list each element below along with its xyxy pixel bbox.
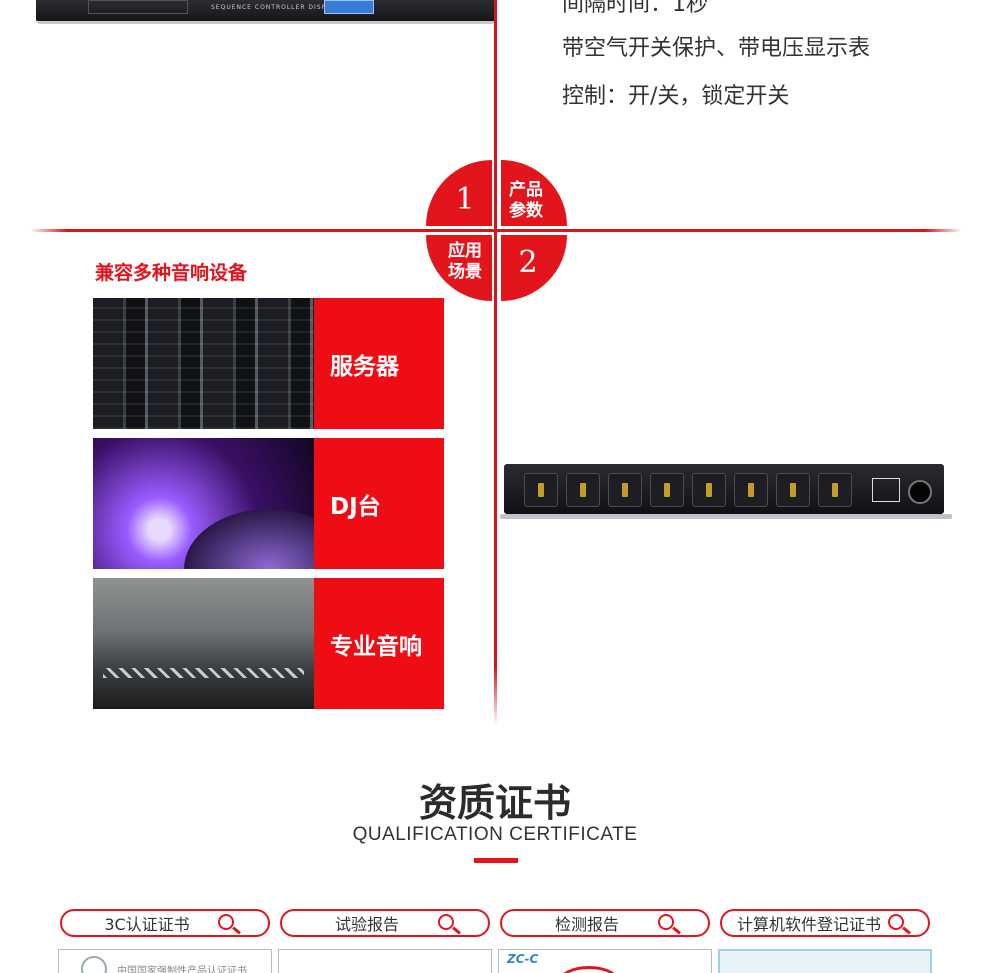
power-socket — [776, 473, 810, 507]
power-socket — [650, 473, 684, 507]
qualification-subtitle: QUALIFICATION CERTIFICATE — [352, 824, 638, 845]
cert-tab-label: 检测报告 — [554, 915, 619, 934]
horizontal-divider — [30, 229, 962, 232]
scene-pro-audio: 专业音响 — [93, 578, 444, 709]
power-input-knob — [908, 480, 932, 504]
cert-tab-label: 试验报告 — [334, 915, 399, 934]
warning-label-icon — [872, 478, 900, 502]
params-label-line1: 产品 — [509, 180, 543, 200]
power-socket — [692, 473, 726, 507]
cert-tab-software-registration[interactable]: 计算机软件登记证书 — [720, 909, 930, 937]
cert-document-3c[interactable]: 中国国家强制性产品认证证书 — [58, 949, 272, 973]
cert-tab-3c[interactable]: 3C认证证书 — [60, 909, 270, 937]
power-socket — [608, 473, 642, 507]
magnifier-icon — [658, 914, 674, 930]
ccc-logo-icon — [81, 956, 107, 973]
server-rack-image — [93, 298, 314, 429]
magnifier-icon — [218, 914, 234, 930]
qualification-title: 资质证书 — [418, 781, 571, 825]
spec-interval-text: 间隔时间：1秒 — [562, 0, 708, 17]
applications-title: 兼容多种音响设备 — [95, 262, 248, 284]
stage-audio-image — [93, 578, 314, 709]
dj-turntable-image — [93, 438, 314, 569]
apps-label-badge: 应用 场景 — [426, 235, 492, 301]
cert-tab-inspection-report[interactable]: 检测报告 — [500, 909, 710, 937]
cert-tab-label: 计算机软件登记证书 — [736, 915, 881, 934]
vertical-divider — [494, 0, 497, 725]
zcc-logo: ZC-C — [507, 952, 539, 966]
apps-number-badge: 2 — [501, 235, 567, 301]
magnifier-icon — [438, 914, 454, 930]
apps-label-line1: 应用 — [448, 241, 482, 261]
cert-tab-test-report[interactable]: 试验报告 — [280, 909, 490, 937]
params-label-line2: 参数 — [509, 201, 543, 221]
device-control-panel — [88, 0, 188, 14]
device-base — [500, 514, 952, 519]
apps-label: 应用 场景 — [448, 241, 482, 283]
magnifier-icon — [888, 914, 904, 930]
params-label-badge: 产品 参数 — [501, 160, 567, 226]
scene-dj-label: DJ台 — [314, 438, 444, 569]
power-socket — [566, 473, 600, 507]
cert-document-inspection-report[interactable]: ZC-C — [498, 949, 712, 973]
params-label: 产品 参数 — [509, 180, 543, 222]
power-socket — [524, 473, 558, 507]
voltage-display-screen — [324, 0, 374, 14]
cert-document-title: 中国国家强制性产品认证证书 — [117, 966, 247, 973]
red-stamp-icon — [559, 966, 619, 973]
apps-label-line2: 场景 — [448, 262, 482, 282]
params-number-badge: 1 — [426, 160, 492, 226]
power-socket — [818, 473, 852, 507]
power-socket — [734, 473, 768, 507]
qualification-underline — [474, 858, 518, 863]
device-chassis — [504, 464, 944, 514]
scene-server-label: 服务器 — [314, 298, 444, 429]
sequencer-device-image: SEQUENCE CONTROLLER DISPLAY — [36, 0, 496, 24]
scene-server: 服务器 — [93, 298, 444, 429]
device-panel-label: SEQUENCE CONTROLLER DISPLAY — [211, 4, 340, 11]
spec-control-text: 控制：开/关，锁定开关 — [562, 84, 790, 109]
params-number: 1 — [455, 181, 475, 217]
spec-protection-text: 带空气开关保护、带电压显示表 — [562, 36, 871, 61]
power-strip-rear-image — [500, 464, 952, 520]
cert-document-software[interactable] — [718, 949, 932, 973]
cert-document-test-report[interactable] — [278, 949, 492, 973]
cert-tab-label: 3C认证证书 — [104, 915, 190, 934]
scene-dj: DJ台 — [93, 438, 444, 569]
apps-number: 2 — [518, 244, 538, 280]
scene-pro-audio-label: 专业音响 — [314, 578, 444, 709]
